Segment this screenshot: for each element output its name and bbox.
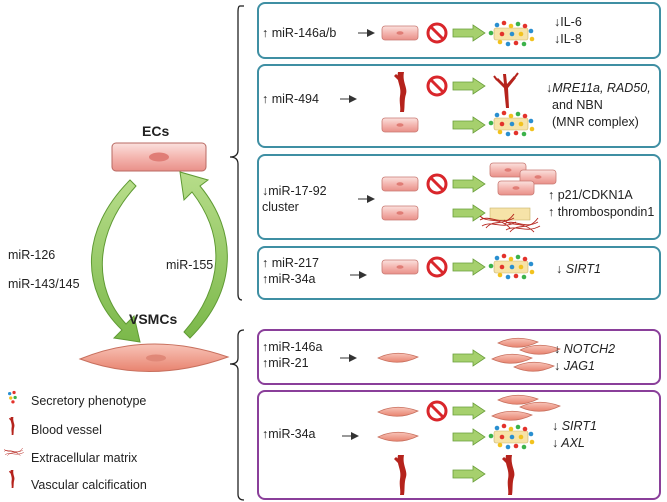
ec-panel-3-effect-1: ↑ p21/CDKN1A — [548, 188, 633, 202]
ecs-label: ECs — [142, 123, 170, 139]
ec-panel-4-mir-1: ↑ miR-217 — [262, 256, 319, 270]
vsmc-panel-1 — [257, 329, 661, 385]
vsmc-panel-2-mir: ↑miR-34a — [262, 427, 316, 441]
vsmc-panel-1-effect-2: ↓ JAG1 — [554, 359, 595, 373]
secretory-dots-icon — [8, 390, 17, 404]
ec-panel-2-graphics — [340, 72, 535, 137]
extracellular-matrix-icon — [3, 447, 25, 456]
brace-ec — [229, 5, 244, 301]
ec-panel-2-effect-1: ↓MRE11a, RAD50, — [546, 81, 651, 95]
ec-panel-4 — [257, 246, 661, 300]
calcification-icon — [8, 470, 15, 488]
vsmc-panel-2-effect-1: ↓ SIRT1 — [552, 419, 597, 433]
ec-panel-1 — [257, 2, 661, 59]
ec-panel-2 — [257, 64, 661, 148]
ec-panel-4-mir-2: ↑miR-34a — [262, 272, 316, 286]
vsmc-panel-1-mir-1: ↑miR-146a — [262, 340, 323, 354]
ec-panel-4-graphics — [350, 253, 535, 280]
ec-panel-3-graphics — [358, 162, 557, 233]
ec-panel-3-mir-2: cluster — [262, 200, 299, 214]
cycle-arrow-left — [91, 179, 141, 343]
ec-panel-2-mir: ↑ miR-494 — [262, 92, 319, 106]
legend-calcification: Vascular calcification — [31, 478, 147, 492]
ec-panel-1-mir: ↑ miR-146a/b — [262, 26, 337, 40]
mir-right: miR-155 — [166, 258, 214, 272]
vsmcs-label: VSMCs — [129, 311, 178, 327]
legend-ecm: Extracellular matrix — [31, 451, 138, 465]
ec-panel-1-effect-2: ↓IL-8 — [554, 32, 582, 46]
ec-panel-1-graphics — [358, 20, 535, 47]
ec-panel-3-effect-2: ↑ thrombospondin1 — [548, 205, 655, 219]
vsmc-panel-2 — [257, 390, 661, 500]
ec-panel-3-mir-1: ↓miR-17-92 — [262, 184, 327, 198]
mir-left-1: miR-126 — [8, 248, 56, 262]
vsmc-panel-1-mir-2: ↑miR-21 — [262, 356, 309, 370]
ec-panel-2-effect-3: (MNR complex) — [552, 115, 639, 129]
vsmc-panel-1-graphics — [340, 337, 561, 372]
ec-panel-4-effect-1: ↓ SIRT1 — [556, 262, 601, 276]
vsmc-cell-large — [78, 343, 230, 372]
legend-secretory: Secretory phenotype — [31, 394, 147, 408]
brace-vsmc — [229, 329, 245, 501]
blood-vessel-icon — [8, 417, 15, 435]
legend-blood-vessel: Blood vessel — [31, 423, 102, 437]
ec-panel-3 — [257, 154, 661, 240]
ec-cell-large — [111, 142, 207, 172]
vsmc-panel-2-graphics — [342, 394, 561, 495]
ec-panel-1-effect-1: ↓IL-6 — [554, 15, 582, 29]
mir-left-2: miR-143/145 — [8, 277, 80, 291]
ec-panel-2-effect-2: and NBN — [552, 98, 603, 112]
cycle-arrow-right — [179, 171, 228, 339]
vsmc-panel-1-effect-1: ↓ NOTCH2 — [554, 342, 616, 356]
vsmc-panel-2-effect-2: ↓ AXL — [552, 436, 585, 450]
